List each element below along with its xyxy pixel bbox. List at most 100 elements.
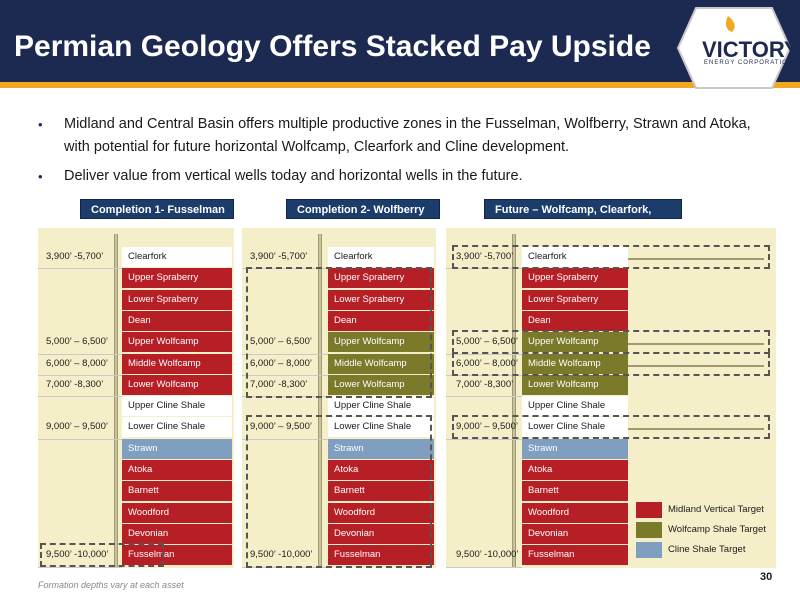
horizontal-lateral [628, 428, 764, 431]
bullet-icon: • [38, 169, 43, 184]
formation-zone: Dean [522, 310, 628, 331]
formation-zone: Atoka [522, 460, 628, 480]
accent-divider [0, 82, 800, 88]
formation-zone: Lower Cline Shale [328, 417, 434, 438]
formation-zone: Fusselman [122, 545, 232, 566]
depth-divider [242, 374, 328, 376]
horizontal-target-box [452, 415, 770, 440]
formation-zone: Upper Spraberry [328, 268, 434, 289]
formation-zone: Devonian [522, 523, 628, 544]
depth-divider [38, 353, 122, 355]
target-box-fusselman [40, 543, 164, 568]
formation-zone: Lower Wolfcamp [122, 374, 232, 395]
formation-zone: Upper Cline Shale [328, 396, 434, 417]
logo-wordmark: VICTORY [702, 37, 799, 62]
depth-label: 3,900’ -5,700’ [46, 251, 104, 262]
formation-zone: Lower Spraberry [328, 289, 434, 310]
wellbore [114, 234, 118, 568]
banner-future: Future – Wolfcamp, Clearfork, Cline [484, 199, 682, 236]
depth-divider [38, 396, 122, 398]
formation-zone: Middle Wolfcamp [328, 353, 434, 374]
depth-label: 9,500’ -10,000’ [250, 549, 313, 561]
horizontal-target-box [452, 351, 770, 376]
wellbore [318, 234, 322, 568]
formation-zone: Middle Wolfcamp [522, 353, 628, 374]
formation-zone: Atoka [328, 460, 434, 480]
legend-label: Cline Shale Target [668, 544, 746, 555]
bullet-list: • Midland and Central Basin offers multi… [38, 113, 778, 194]
depth-divider [38, 438, 122, 440]
target-box-wolfberry [246, 267, 432, 399]
horizontal-lateral [628, 343, 764, 346]
formation-zone: Lower Spraberry [122, 289, 232, 310]
bullet-text: Deliver value from vertical wells today … [64, 168, 523, 184]
formation-zone: Upper Wolfcamp [522, 332, 628, 353]
depth-label: 9,500’ -10,000’ [46, 549, 109, 561]
formation-zone: Fusselman [328, 545, 434, 566]
depth-label: 7,000’ -8,300’ [456, 378, 514, 390]
depth-divider [38, 374, 122, 376]
banner-completion-2: Completion 2- Wolfberry [286, 199, 440, 219]
formation-zone: Devonian [122, 523, 232, 544]
formation-zone: Woodford [328, 502, 434, 523]
formation-zone: Upper Spraberry [522, 268, 628, 289]
depth-label: 5,000’ – 6,500’ [456, 336, 518, 348]
formation-zone: Woodford [122, 502, 232, 523]
bullet-item: • Deliver value from vertical wells toda… [38, 165, 778, 188]
formation-zone: Lower Cline Shale [522, 417, 628, 438]
bullet-icon: • [38, 117, 43, 132]
formation-zone: Upper Cline Shale [522, 396, 628, 417]
depth-divider [446, 566, 522, 568]
formation-zone: Upper Cline Shale [122, 396, 232, 417]
depth-label: 7,000’ -8,300’ [250, 378, 308, 390]
depth-label: 6,000’ – 8,000’ [46, 357, 108, 369]
legend-swatch [636, 522, 662, 538]
formation-zone: Upper Wolfcamp [328, 332, 434, 353]
bullet-text: Midland and Central Basin offers multipl… [64, 116, 751, 155]
formation-zone: Dean [122, 310, 232, 331]
formation-zone: Strawn [522, 438, 628, 459]
page-number: 30 [760, 571, 773, 583]
formation-zone: Barnett [522, 481, 628, 502]
title-bar: Permian Geology Offers Stacked Pay Upsid… [0, 0, 800, 82]
formation-zone: Atoka [122, 460, 232, 480]
formation-zone: Lower Wolfcamp [328, 374, 434, 395]
formation-zone: Clearfork [522, 247, 628, 267]
formation-zone: Middle Wolfcamp [122, 353, 232, 374]
formation-zone: Fusselman [522, 545, 628, 566]
formation-zone: Upper Wolfcamp [122, 332, 232, 353]
depth-divider [242, 438, 328, 440]
formation-zone: Devonian [328, 523, 434, 544]
legend-swatch [636, 542, 662, 558]
formation-zone: Barnett [328, 481, 434, 502]
legend-label: Wolfcamp Shale Target [668, 524, 766, 535]
formation-zone: Lower Spraberry [522, 289, 628, 310]
target-box-cline [246, 415, 432, 569]
depth-label: 3,900’ -5,700’ [250, 251, 308, 262]
wellbore [512, 234, 516, 568]
formation-zone: Lower Cline Shale [122, 417, 232, 438]
slide-title: Permian Geology Offers Stacked Pay Upsid… [14, 30, 651, 63]
horizontal-target-box [452, 245, 770, 269]
depth-label: 9,000’ – 9,500’ [456, 421, 518, 433]
formation-zone: Barnett [122, 481, 232, 502]
depth-label: 9,000’ – 9,500’ [46, 421, 108, 433]
depth-label: 9,500’ -10,000’ [456, 549, 519, 561]
formation-zone: Clearfork [328, 247, 434, 267]
formation-zone: Dean [328, 310, 434, 331]
legend-swatch [636, 502, 662, 518]
formation-zone: Woodford [522, 502, 628, 523]
victory-logo-icon [676, 7, 792, 89]
depth-divider [38, 268, 122, 270]
footnote: Formation depths vary at each asset [38, 580, 184, 590]
depth-label: 5,000’ – 6,500’ [46, 336, 108, 348]
depth-label: 3,900’ -5,700’ [456, 251, 514, 262]
formation-zone: Upper Spraberry [122, 268, 232, 289]
horizontal-lateral [628, 258, 764, 260]
depth-label: 6,000’ – 8,000’ [456, 357, 518, 369]
horizontal-lateral [628, 364, 764, 367]
formation-zone: Strawn [122, 438, 232, 459]
formation-zone: Clearfork [122, 247, 232, 267]
formation-zone: Strawn [328, 438, 434, 459]
logo-subtitle: ENERGY CORPORATION [704, 60, 794, 66]
